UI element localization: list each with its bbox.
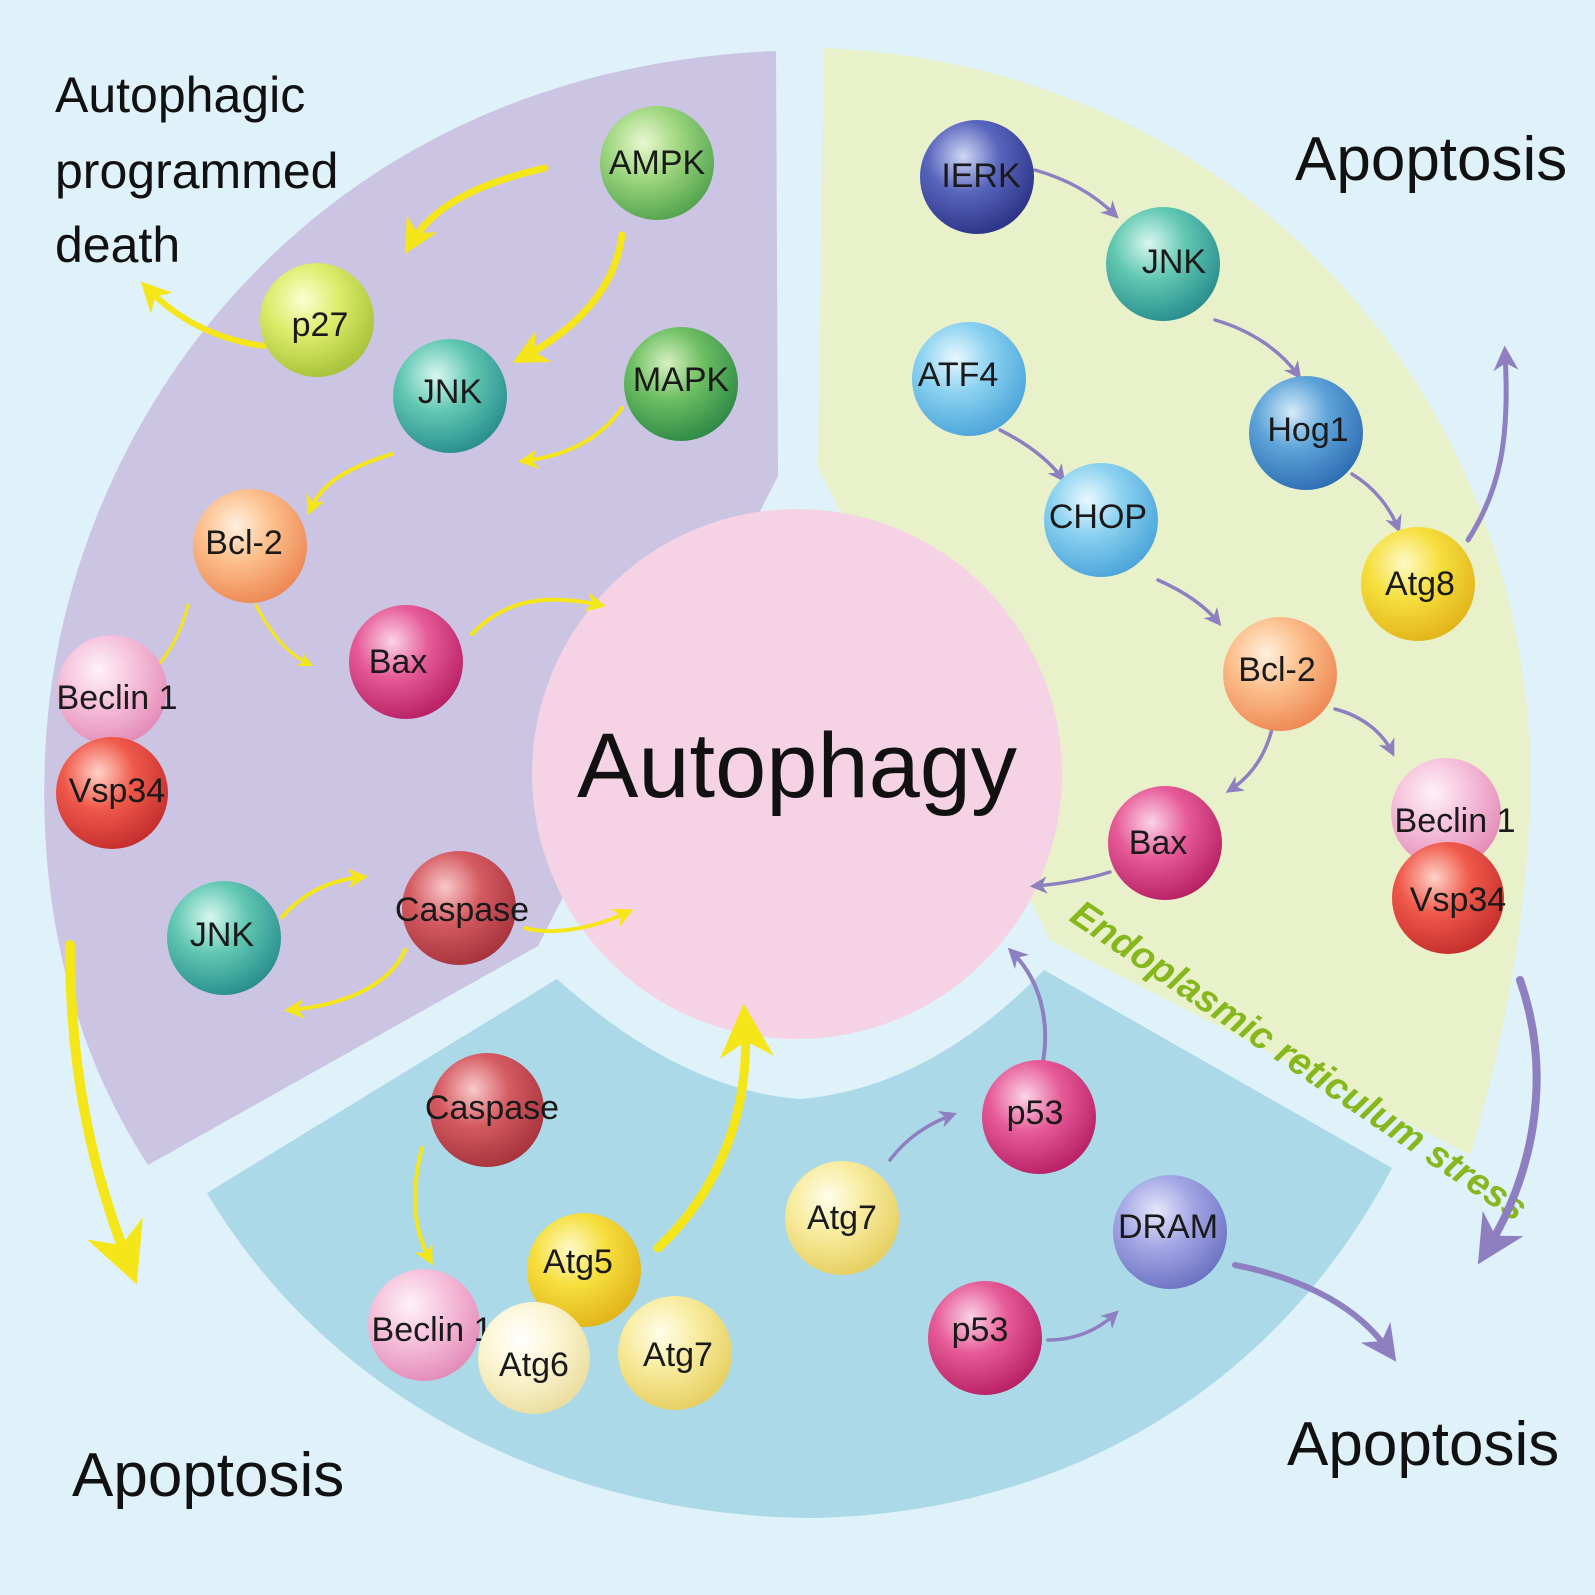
node-ierk-label: IERK — [941, 157, 1021, 195]
node-atf4: ATF4 — [912, 322, 1026, 436]
node-atg6: Atg6 — [478, 1302, 590, 1414]
arrow-p27-to-death — [140, 281, 267, 349]
node-beclin1-yellow-label: Beclin 1 — [1395, 802, 1516, 840]
node-caspase-purple: Caspase — [395, 851, 529, 965]
autophagic-death-line-2: programmed — [55, 143, 338, 199]
arrow-atf4-to-chop — [998, 428, 1066, 483]
node-p53-blue-top: p53 — [982, 1060, 1096, 1174]
arrow-ampk-to-death — [404, 164, 549, 255]
arrow-bax-to-center-right — [1029, 870, 1112, 894]
node-atg8: Atg8 — [1361, 527, 1475, 641]
node-dram: DRAM — [1113, 1175, 1227, 1289]
node-bax-yellow-label: Bax — [1129, 824, 1188, 862]
node-chop-label: CHOP — [1049, 498, 1147, 536]
autophagic-death-line-1: Autophagic — [55, 67, 305, 123]
blue-sector-arrows — [413, 947, 1397, 1362]
arrow-atg5-to-center — [653, 1003, 774, 1253]
arrow-hog1-to-atg8 — [1350, 472, 1402, 533]
node-atg7-blue-center-label: Atg7 — [807, 1199, 877, 1237]
node-jnk-purple-label: JNK — [418, 373, 483, 411]
node-bax-purple: Bax — [349, 605, 463, 719]
arrow-atg7-to-p53 — [888, 1111, 957, 1162]
arrow-caspase-to-center — [523, 908, 634, 934]
autophagy-center — [532, 509, 1062, 1039]
node-beclin1-blue: Beclin 1 — [368, 1269, 492, 1381]
node-atg6-label: Atg6 — [499, 1346, 569, 1384]
node-hog1: Hog1 — [1249, 376, 1363, 490]
node-atg5: Atg5 — [527, 1213, 641, 1327]
node-beclin1-yellow: Beclin 1 Vsp34 — [1391, 758, 1515, 954]
arrow-ierk-to-jnk — [1033, 168, 1119, 219]
node-beclin1-purple: Beclin 1 Vsp34 — [56, 635, 177, 849]
node-bax-yellow: Bax — [1108, 786, 1222, 900]
node-jnk2-purple-label: JNK — [190, 916, 255, 954]
node-bcl2-yellow: Bcl-2 — [1223, 617, 1337, 731]
node-jnk-yellow: JNK — [1106, 207, 1220, 321]
node-bcl2-yellow-label: Bcl-2 — [1238, 651, 1315, 689]
node-ierk: IERK — [920, 120, 1034, 234]
node-beclin1-purple-label: Beclin 1 — [57, 679, 178, 717]
node-dram-label: DRAM — [1118, 1208, 1218, 1246]
node-ampk: AMPK — [600, 106, 714, 220]
node-atg7-blue-center: Atg7 — [785, 1161, 899, 1275]
arrow-bcl2-to-bax — [254, 603, 314, 667]
node-atg7-blue-left: Atg7 — [618, 1296, 732, 1410]
node-chop: CHOP — [1044, 463, 1158, 577]
arrow-to-apoptosis-bottom-left — [65, 940, 143, 1285]
node-p27: p27 — [260, 263, 374, 377]
apoptosis-label-bottom-left: Apoptosis — [72, 1441, 344, 1510]
node-caspase-blue-label: Caspase — [425, 1089, 559, 1127]
apoptosis-label-bottom-right: Apoptosis — [1287, 1410, 1559, 1479]
arrow-dram-to-apoptosis — [1232, 1262, 1397, 1362]
apoptosis-label-top-right: Apoptosis — [1295, 125, 1567, 194]
node-p53-blue-bottom-label: p53 — [952, 1311, 1009, 1349]
arrow-chop-to-bcl2 — [1156, 578, 1222, 627]
arrow-p53-to-center — [1007, 947, 1048, 1064]
node-mapk: MAPK — [624, 327, 738, 441]
arrow-jnk2-to-caspase — [280, 868, 368, 919]
autophagic-death-line-3: death — [55, 217, 180, 273]
node-atg7-blue-left-label: Atg7 — [643, 1336, 713, 1374]
arrow-jnk-to-hog1 — [1213, 318, 1302, 380]
center-label: Autophagy — [577, 715, 1017, 817]
arrow-caspase-to-jnk2 — [284, 948, 407, 1019]
node-atg5-label: Atg5 — [543, 1243, 613, 1281]
arrow-to-apoptosis-bottom-right — [1477, 976, 1541, 1265]
arrow-mapk-to-jnk — [518, 406, 624, 470]
node-jnk-yellow-label: JNK — [1142, 243, 1207, 281]
node-jnk-purple: JNK — [393, 339, 507, 453]
yellow-sector — [818, 48, 1531, 1155]
node-caspase-purple-label: Caspase — [395, 891, 529, 929]
autophagic-death-label: Autophagic programmed death — [55, 67, 352, 273]
arrow-bcl2-to-beclin1-right — [1333, 707, 1395, 757]
yellow-sector-arrows — [998, 168, 1541, 1265]
arrow-caspase-to-beclin1-blue — [413, 1146, 433, 1266]
node-p27-label: p27 — [292, 306, 349, 344]
node-mapk-label: MAPK — [633, 361, 730, 399]
node-ampk-label: AMPK — [609, 144, 706, 182]
node-p53-blue-bottom: p53 — [928, 1281, 1042, 1395]
node-p53-blue-top-label: p53 — [1007, 1094, 1064, 1132]
node-caspase-blue: Caspase — [425, 1053, 559, 1167]
node-atg8-label: Atg8 — [1385, 565, 1455, 603]
arrow-bax-to-center — [470, 592, 606, 636]
node-atf4-label: ATF4 — [918, 356, 999, 394]
node-vsp34-yellow-label: Vsp34 — [1410, 881, 1506, 919]
purple-sector-arrows — [65, 164, 634, 1285]
arrow-p53-to-dram — [1046, 1310, 1119, 1342]
node-hog1-label: Hog1 — [1267, 411, 1348, 449]
arrow-jnk-to-bcl2 — [306, 452, 394, 516]
node-vsp34-purple-label: Vsp34 — [69, 772, 165, 810]
arrow-ampk-to-jnk — [512, 231, 626, 363]
node-bcl2-purple: Bcl-2 — [193, 489, 307, 603]
node-beclin1-blue-label: Beclin 1 — [372, 1311, 493, 1349]
node-jnk2-purple: JNK — [167, 881, 281, 995]
node-bax-purple-label: Bax — [369, 643, 428, 681]
node-bcl2-purple-label: Bcl-2 — [205, 524, 282, 562]
arrow-atg8-to-apoptosis — [1465, 345, 1519, 543]
